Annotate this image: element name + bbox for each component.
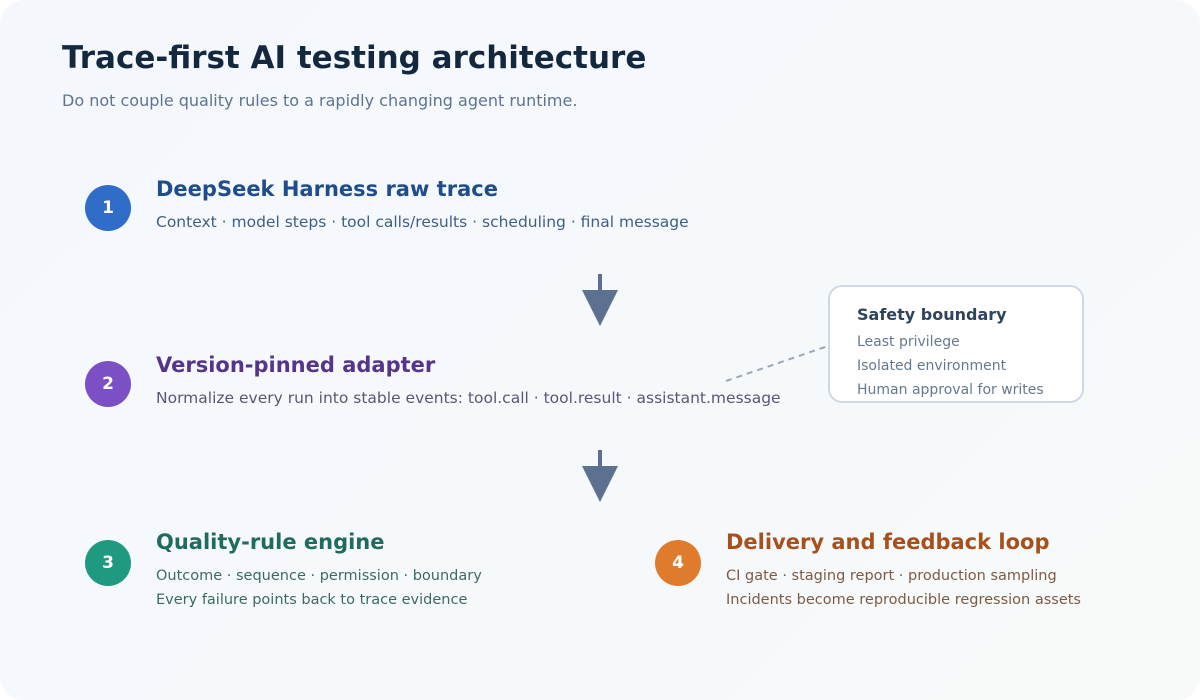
step-1-description: Context · model steps · tool calls/resul… — [156, 213, 689, 231]
step-4-description-2: Incidents become reproducible regression… — [726, 592, 1081, 608]
step-3-title: Quality-rule engine — [156, 530, 385, 554]
safety-boundary-callout: Safety boundary Least privilege Isolated… — [828, 285, 1084, 403]
step-3-description-1: Outcome · sequence · permission · bounda… — [156, 568, 482, 584]
safety-item-isolated-environment: Isolated environment — [857, 358, 1007, 374]
page-title: Trace-first AI testing architecture — [62, 40, 647, 76]
step-3-badge: 3 — [85, 540, 131, 586]
step-2-description: Normalize every run into stable events: … — [156, 389, 781, 407]
step-4-badge: 4 — [655, 540, 701, 586]
step-2-badge: 2 — [85, 361, 131, 407]
step-4-description-1: CI gate · staging report · production sa… — [726, 568, 1057, 584]
page-subtitle: Do not couple quality rules to a rapidly… — [62, 91, 578, 110]
safety-boundary-title: Safety boundary — [857, 305, 1007, 324]
step-2-title: Version-pinned adapter — [156, 353, 436, 377]
step-1-badge: 1 — [85, 185, 131, 231]
step-1-title: DeepSeek Harness raw trace — [156, 177, 498, 201]
arrow-down-icon — [582, 274, 618, 326]
arrow-down-icon — [582, 450, 618, 502]
step-4-title: Delivery and feedback loop — [726, 530, 1050, 554]
step-3-description-2: Every failure points back to trace evide… — [156, 592, 468, 608]
safety-item-least-privilege: Least privilege — [857, 334, 960, 350]
safety-item-human-approval: Human approval for writes — [857, 382, 1044, 398]
